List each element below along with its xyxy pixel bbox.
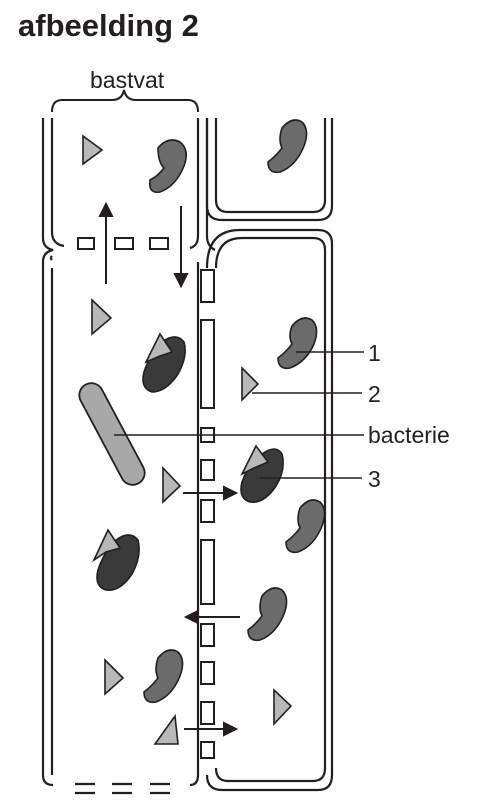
sieve-tube-inner-wall [189, 118, 200, 250]
label-1: 1 [368, 340, 381, 366]
dark-complex-shape [240, 448, 284, 503]
bean-shape [247, 587, 288, 642]
bean-shape [285, 499, 326, 554]
figure-title: afbeelding 2 [18, 8, 199, 43]
cell-wall-pores [200, 269, 215, 759]
triangle-shape [162, 465, 182, 504]
triangle-shape [153, 713, 179, 745]
triangle-shape [241, 366, 260, 402]
bean-shape [148, 139, 188, 194]
bacterium-shape [78, 382, 146, 486]
bacterium [78, 382, 146, 486]
bean-shape [267, 119, 308, 174]
arrows [98, 201, 240, 737]
arrow-right-icon [223, 485, 239, 501]
cell-walls [41, 118, 334, 792]
triangle-shape [104, 658, 125, 696]
label-2: 2 [368, 381, 381, 407]
bean-shape [143, 649, 184, 704]
label-bacterie: bacterie [368, 422, 450, 448]
triangle-shape [273, 688, 293, 727]
sieve-plate-bottom [75, 782, 170, 795]
bastvat-label: bastvat [90, 67, 165, 93]
triangles [82, 134, 293, 745]
arrow-right-icon [223, 721, 239, 737]
triangle-shape [240, 444, 270, 476]
upper-cell-wall [205, 118, 334, 222]
bean-shapes [143, 119, 326, 704]
leader-lines [114, 351, 364, 479]
triangle-shape [144, 332, 174, 364]
companion-cell-outer-wall [205, 228, 334, 792]
dark-complex-shape [142, 336, 186, 393]
label-3: 3 [368, 466, 381, 492]
protein-complexes [92, 332, 284, 591]
triangle-shape [91, 298, 113, 336]
sieve-plate-top [77, 237, 169, 250]
arrow-up-icon [98, 201, 114, 217]
triangle-shape [82, 134, 104, 166]
sieve-tube-outer-wall [41, 118, 54, 787]
arrow-down-icon [173, 273, 189, 289]
dark-complex-shape [96, 534, 140, 591]
bastvat-brace [51, 89, 199, 113]
arrow-left-icon [183, 609, 199, 625]
triangle-shape [92, 528, 122, 563]
bean-shape [277, 317, 318, 370]
companion-cell-inner-wall [214, 236, 327, 783]
